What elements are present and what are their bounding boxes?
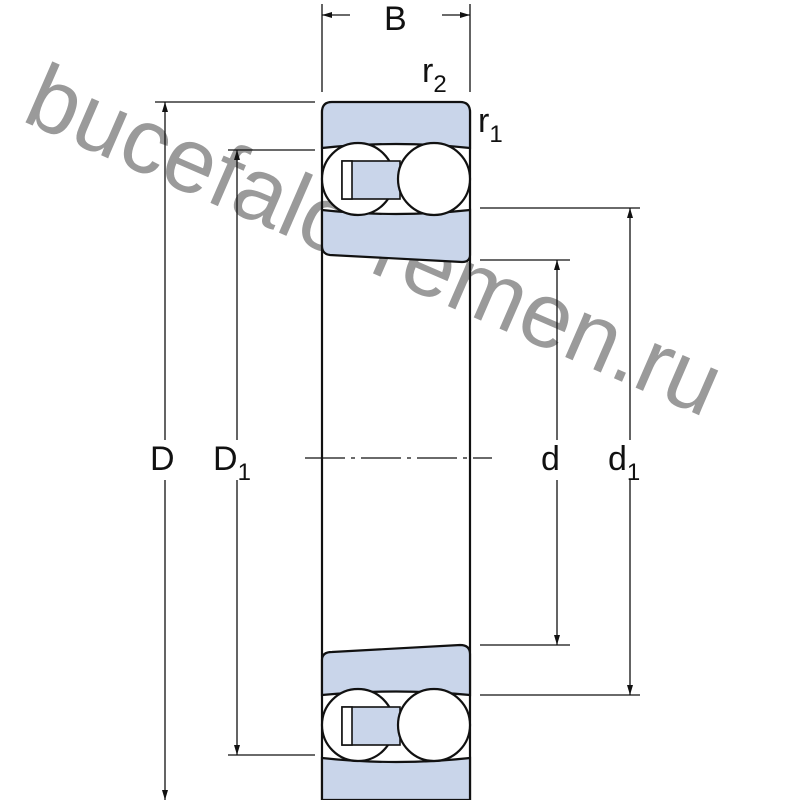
label-d: d <box>541 440 560 478</box>
dimension-lines <box>155 4 640 800</box>
label-D1: D1 <box>213 440 251 486</box>
label-r1: r1 <box>478 102 503 148</box>
outer-ring-bottom <box>320 756 472 800</box>
label-d1: d1 <box>608 440 640 486</box>
ball-right-bottom <box>396 687 472 763</box>
inner-ring-bottom <box>320 643 472 697</box>
label-B: B <box>384 0 407 38</box>
ball-right-top <box>396 141 472 217</box>
label-r2: r2 <box>422 52 447 98</box>
inner-ring-top <box>320 208 472 264</box>
bearing-section <box>320 100 472 800</box>
outer-ring-top <box>320 100 472 150</box>
label-D: D <box>150 440 175 478</box>
